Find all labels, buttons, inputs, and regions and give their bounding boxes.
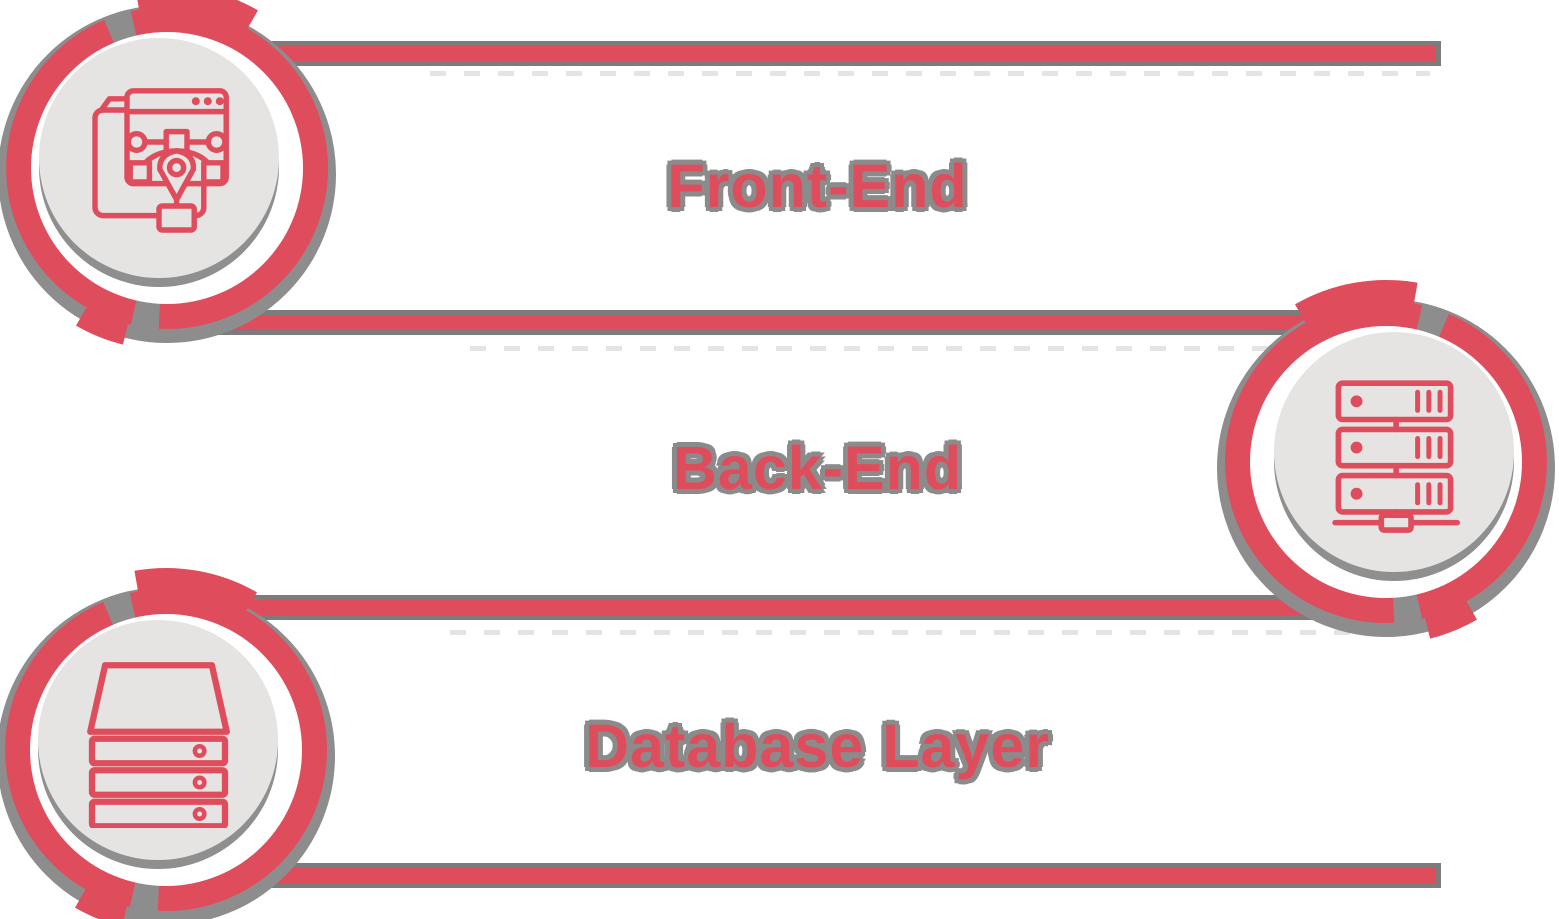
back-end-database-divider-bar xyxy=(130,595,1402,620)
database-layer-label: Database Layer xyxy=(585,712,1050,780)
bar-shadow-dashes xyxy=(470,346,1270,351)
vector-design-icon xyxy=(92,88,229,233)
bar-shadow-dashes xyxy=(430,71,1430,76)
back-end-label: Back-End xyxy=(672,434,963,502)
front-end-top-bar xyxy=(150,41,1441,66)
front-end-back-end-divider-bar xyxy=(215,310,1330,335)
front-end-label: Front-End xyxy=(667,152,968,220)
bar-shadow-dashes xyxy=(450,630,1380,635)
server-rack-icon xyxy=(1332,380,1461,533)
database-bottom-bar xyxy=(130,863,1441,888)
database-storage-icon xyxy=(87,662,230,828)
